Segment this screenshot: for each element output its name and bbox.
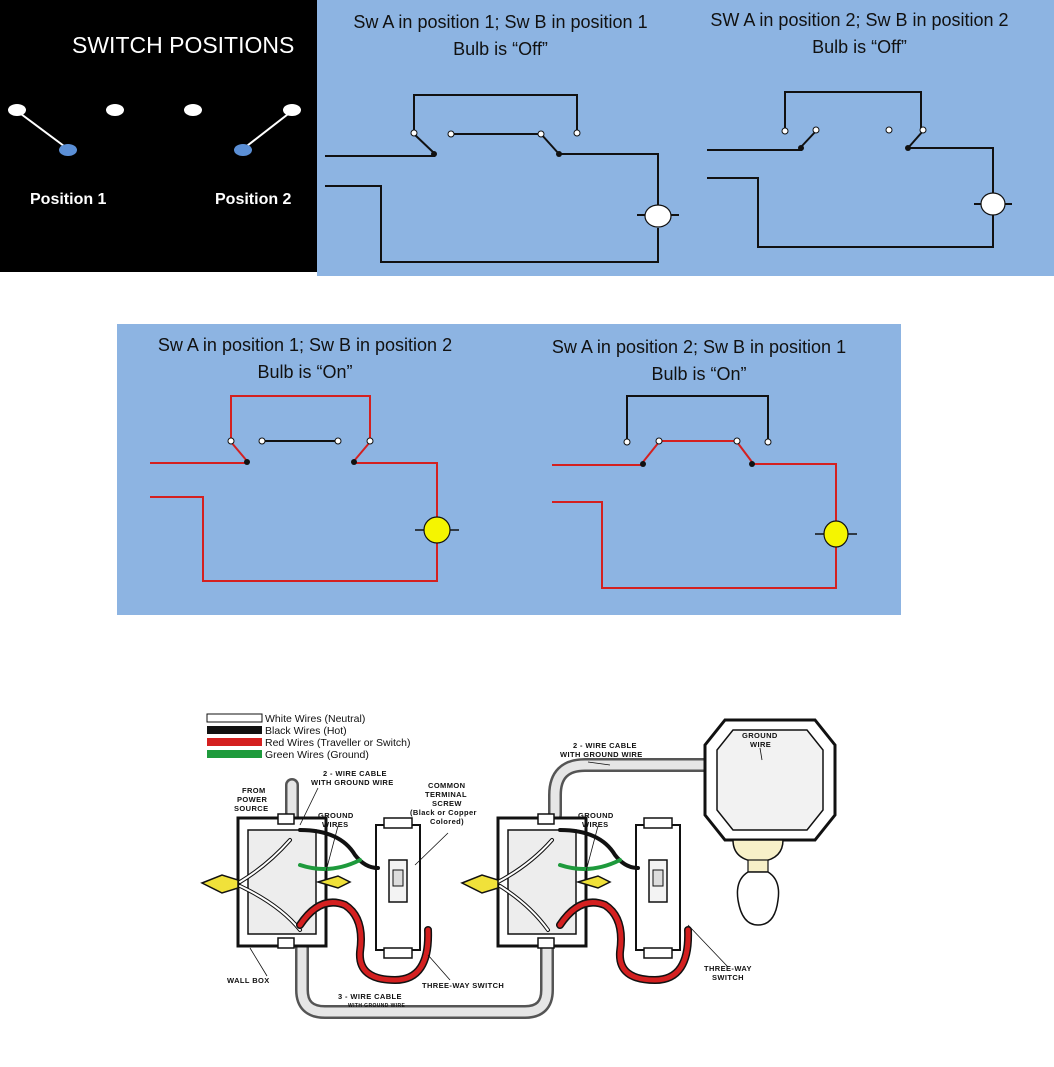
panel1-caption: Sw A in position 1; Sw B in position 1 — [353, 12, 648, 32]
contact-dot — [184, 104, 202, 116]
panel3-state: Bulb is “On” — [257, 362, 353, 382]
svg-text:WIRES: WIRES — [582, 820, 609, 829]
leader-lines — [249, 747, 763, 981]
svg-text:WITH GROUND WIRE: WITH GROUND WIRE — [348, 1003, 405, 1009]
position-2-label: Position 2 — [215, 191, 292, 208]
wire-legend: White Wires (Neutral) Black Wires (Hot) … — [206, 713, 410, 761]
svg-text:2 - WIRE CABLE: 2 - WIRE CABLE — [323, 769, 387, 778]
off-circuits-panel: Sw A in position 1; Sw B in position 1 B… — [317, 0, 1054, 276]
panel2-caption: SW A in position 2; Sw B in position 2 — [710, 10, 1009, 30]
svg-text:3 - WIRE CABLE: 3 - WIRE CABLE — [338, 992, 402, 1001]
bulb-off-icon — [644, 204, 672, 228]
legend-red-label: Red Wires (Traveller or Switch) — [265, 737, 410, 749]
wiring-labels: FROM POWER SOURCE 2 - WIRE CABLE WITH GR… — [227, 731, 778, 1009]
svg-text:SWITCH: SWITCH — [712, 973, 744, 982]
right-three-way-switch — [635, 817, 681, 959]
legend-green-label: Green Wires (Ground) — [265, 749, 369, 761]
circuit-a1-b1 — [325, 94, 679, 263]
svg-text:SOURCE: SOURCE — [234, 804, 269, 813]
svg-text:SCREW: SCREW — [432, 799, 462, 808]
svg-text:GROUND: GROUND — [578, 811, 614, 820]
svg-text:WITH GROUND WIRE: WITH GROUND WIRE — [560, 750, 643, 759]
position-1-label: Position 1 — [30, 191, 107, 208]
svg-text:COMMON: COMMON — [428, 781, 465, 790]
ceiling-box — [703, 718, 837, 842]
switch-position-icons — [8, 104, 301, 156]
right-wall-box — [496, 813, 588, 949]
legend-swatch-green — [207, 750, 262, 758]
switch-positions-title: SWITCH POSITIONS — [72, 32, 295, 58]
legend-swatch-red — [207, 738, 262, 746]
bulb-on-icon — [423, 516, 451, 544]
left-wall-box — [236, 813, 328, 949]
bulb-on-icon — [823, 520, 849, 548]
switch-positions-panel: SWITCH POSITIONS Position 1 Position 2 — [0, 0, 317, 272]
svg-text:(Black or Copper: (Black or Copper — [410, 808, 477, 817]
svg-text:GROUND: GROUND — [742, 731, 778, 740]
left-three-way-switch — [375, 817, 421, 959]
circuit-a2-b2 — [707, 91, 1012, 248]
wire-nuts — [200, 874, 612, 894]
contact-dot — [106, 104, 124, 116]
bulb-off-icon — [980, 192, 1006, 216]
panel4-caption: Sw A in position 2; Sw B in position 1 — [551, 337, 847, 357]
svg-text:TERMINAL: TERMINAL — [425, 790, 467, 799]
svg-text:THREE-WAY: THREE-WAY — [704, 964, 752, 973]
legend-swatch-white — [206, 713, 263, 723]
svg-text:WIRES: WIRES — [322, 820, 349, 829]
circuit-a2-b1 — [552, 395, 857, 589]
svg-text:THREE-WAY SWITCH: THREE-WAY SWITCH — [422, 981, 504, 990]
contact-dot — [283, 104, 301, 116]
panel1-state: Bulb is “Off” — [453, 39, 548, 59]
panel2-state: Bulb is “Off” — [812, 37, 907, 57]
legend-white-label: White Wires (Neutral) — [265, 713, 365, 725]
panel3-caption: Sw A in position 1; Sw B in position 2 — [157, 335, 453, 355]
pivot-dot — [59, 144, 77, 156]
circuit-a1-b2 — [150, 395, 459, 582]
on-circuits-panel: Sw A in position 1; Sw B in position 2 B… — [117, 324, 901, 615]
pivot-dot — [234, 144, 252, 156]
svg-text:POWER: POWER — [237, 795, 268, 804]
svg-text:2 - WIRE CABLE: 2 - WIRE CABLE — [573, 741, 637, 750]
svg-text:FROM: FROM — [242, 786, 266, 795]
three-way-wiring-illustration: White Wires (Neutral) Black Wires (Hot) … — [200, 713, 837, 1019]
svg-text:WIRE: WIRE — [750, 740, 771, 749]
contact-dot — [8, 104, 26, 116]
svg-text:Colored): Colored) — [430, 817, 464, 826]
legend-black-label: Black Wires (Hot) — [265, 725, 347, 737]
legend-swatch-black — [207, 726, 262, 734]
svg-text:GROUND: GROUND — [318, 811, 354, 820]
svg-text:WITH GROUND WIRE: WITH GROUND WIRE — [311, 778, 394, 787]
light-bulb-icon — [732, 839, 784, 926]
panel4-state: Bulb is “On” — [651, 364, 747, 384]
svg-text:WALL BOX: WALL BOX — [227, 976, 270, 985]
